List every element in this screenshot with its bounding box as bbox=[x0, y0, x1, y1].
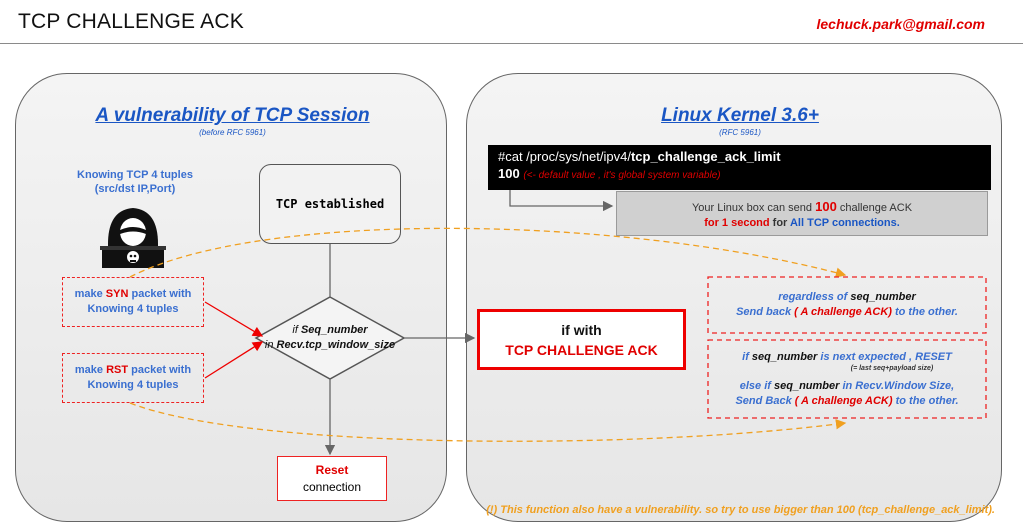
reset-connection-node: Reset connection bbox=[277, 456, 387, 501]
seq-check-box bbox=[707, 339, 987, 419]
regardless-text: regardless of seq_number Send back ( A c… bbox=[736, 291, 958, 318]
left-panel-subtitle: (before RFC 5961) bbox=[199, 128, 266, 137]
syn-packet-box: make SYN packet with Knowing 4 tuples bbox=[62, 277, 204, 327]
decision-label: if Seq_number in Recv.tcp_window_size bbox=[264, 324, 396, 351]
page-title: TCP CHALLENGE ACK bbox=[18, 10, 244, 33]
knowing-tuples-label: Knowing TCP 4 tuples (src/dst IP,Port) bbox=[77, 169, 193, 195]
regardless-box bbox=[707, 276, 987, 334]
hacker-icon bbox=[100, 208, 166, 268]
author-email: lechuck.park@gmail.com bbox=[816, 16, 986, 32]
right-panel-title: Linux Kernel 3.6+ bbox=[661, 105, 819, 126]
limit-description-box: Your Linux box can send 100 challenge AC… bbox=[616, 191, 988, 236]
left-panel bbox=[15, 73, 447, 522]
right-panel-subtitle: (RFC 5961) bbox=[719, 128, 761, 137]
tcp-established-node: TCP established bbox=[259, 164, 401, 244]
sysctl-command-box: #cat /proc/sys/net/ipv4/tcp_challenge_ac… bbox=[488, 145, 991, 190]
default-value: 100 bbox=[498, 166, 520, 181]
left-panel-title: A vulnerability of TCP Session bbox=[95, 105, 370, 126]
challenge-ack-node: if with TCP CHALLENGE ACK bbox=[477, 309, 686, 370]
seq-check-text: if seq_number is next expected , RESET (… bbox=[735, 351, 959, 407]
rst-packet-box: make RST packet with Knowing 4 tuples bbox=[62, 353, 204, 403]
footnote-warning: (!) This function also have a vulnerabil… bbox=[486, 504, 995, 516]
header-divider bbox=[0, 43, 1023, 44]
